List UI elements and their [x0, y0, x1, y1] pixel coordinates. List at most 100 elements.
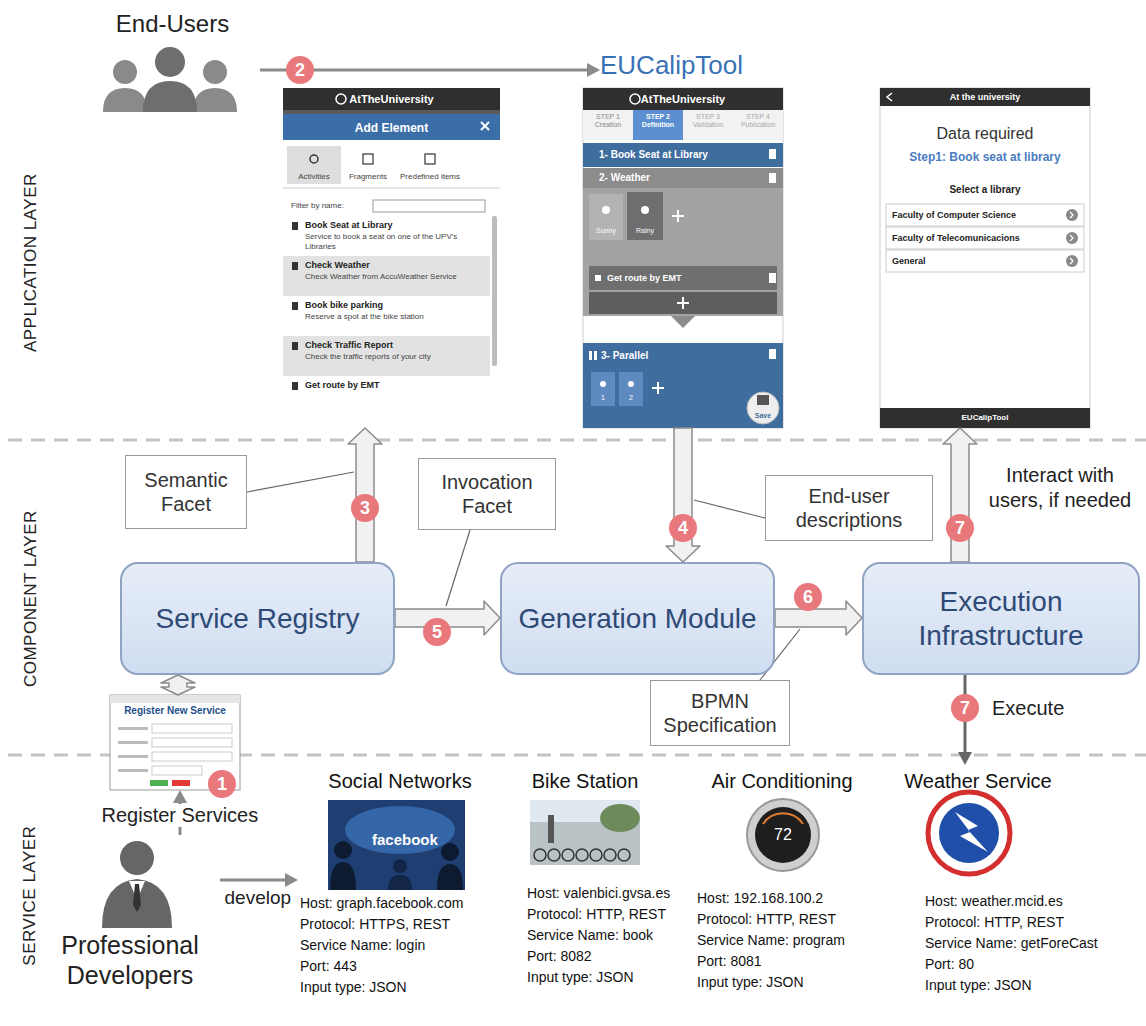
node-text: Weather Service — [903, 769, 1053, 793]
arrow-head — [958, 752, 972, 765]
weather-service-logo — [955, 812, 988, 852]
users-icon — [103, 88, 147, 112]
callout-number: 7 — [946, 514, 974, 542]
app-screenshot — [481, 122, 489, 130]
node-text: Port: 443 — [300, 958, 357, 975]
app-screenshot — [594, 351, 597, 360]
app-screenshot — [886, 227, 1084, 249]
app-screenshot — [283, 216, 490, 256]
app-screenshot — [677, 297, 689, 309]
app-screenshot — [880, 88, 1090, 106]
node-text: Sunny — [589, 227, 623, 235]
form-screenshot — [152, 738, 232, 747]
callout-number: 5 — [423, 618, 451, 646]
node-text: Rainy — [627, 227, 663, 235]
arrow-line — [220, 879, 287, 882]
node-text: Book Seat at Library — [305, 220, 488, 231]
node-text: Professional Developers — [40, 930, 220, 990]
node-text: Check Weather from AccuWeather Service — [305, 272, 488, 282]
node-text: Check Weather — [305, 260, 488, 271]
app-screenshot — [619, 372, 643, 406]
node-text: BPMN Specification — [659, 689, 781, 738]
app-screenshot — [769, 349, 776, 359]
bike-station-photo — [534, 849, 546, 861]
node-text: Invocation Facet — [427, 470, 547, 519]
note-text: Interact with users, if needed — [985, 463, 1135, 513]
user-group: End-Users — [85, 10, 260, 114]
app-screenshot — [583, 88, 783, 428]
app-screenshot — [589, 194, 623, 240]
thermostat-photo — [755, 807, 811, 863]
node-text: Check the traffic reports of your city — [305, 352, 488, 362]
node-text: Service Name: book — [527, 927, 653, 944]
node-text: Get route by EMT — [607, 273, 765, 284]
node-text: Generation Module — [518, 602, 756, 636]
app-screenshot — [292, 302, 298, 310]
node-text: STEP 1 Creation — [585, 113, 631, 130]
leader-line — [446, 530, 470, 606]
weather-service-logo — [928, 792, 1010, 874]
form-screenshot — [150, 780, 168, 786]
app-screenshot — [769, 273, 776, 283]
app-screenshot — [880, 88, 1090, 428]
node-text: Host: 192.168.100.2 — [697, 890, 823, 907]
node-text: Execution Infrastructure — [878, 585, 1124, 652]
app-screenshot — [336, 94, 346, 104]
form-screenshot — [118, 741, 148, 744]
callout-box: BPMN Specification — [650, 680, 790, 746]
weather-service-logo — [928, 792, 1010, 874]
block-arrow — [161, 675, 195, 695]
leader-line — [247, 472, 354, 492]
app-screenshot — [583, 88, 783, 110]
app-screenshot — [283, 188, 500, 189]
node-text: Data required — [880, 124, 1090, 143]
app-screenshot — [283, 256, 490, 296]
app-screenshot — [283, 114, 500, 428]
social-network-photo — [437, 864, 463, 890]
node-text: Protocol: HTTP, REST — [925, 914, 1064, 931]
app-screenshot — [583, 188, 783, 316]
developer-icon — [102, 879, 172, 928]
block-arrow — [666, 428, 700, 562]
app-screenshot — [630, 94, 640, 104]
bike-station-photo — [590, 849, 602, 861]
image-text: 72 — [774, 825, 792, 845]
callout-number: 7 — [951, 694, 979, 722]
node-text: STEP 3 Validation — [685, 113, 731, 130]
block-arrow — [348, 428, 382, 562]
form-screenshot — [118, 769, 148, 772]
node-text: Reserve a spot at the bike station — [305, 312, 488, 322]
form-screenshot — [152, 766, 202, 775]
bike-station-photo — [530, 800, 640, 865]
app-screenshot — [283, 88, 500, 428]
node-text: 2 — [619, 394, 643, 402]
app-screenshot — [292, 222, 298, 230]
developer-icon — [102, 841, 172, 928]
component-box: Service Registry — [120, 562, 395, 675]
layer-label: COMPONENT LAYER — [19, 510, 40, 687]
arrow-head — [173, 790, 187, 803]
app-screenshot — [583, 110, 783, 140]
social-network-photo — [328, 800, 465, 890]
node-text: 3- Parallel — [601, 350, 761, 362]
weather-service-logo — [939, 803, 999, 863]
node-text: Fragments — [341, 172, 395, 182]
node-text: Port: 8081 — [697, 953, 762, 970]
bike-station-photo — [530, 800, 640, 865]
node-text: EUCalipTool — [600, 50, 743, 81]
callout-box: End-user descriptions — [765, 475, 933, 541]
block-arrow — [943, 428, 977, 562]
app-screenshot — [672, 210, 684, 222]
thermostat-photo — [763, 813, 803, 824]
app-screenshot — [600, 381, 606, 387]
node-text: 1- Book Seat at Library — [599, 149, 764, 161]
app-screenshot — [880, 88, 1090, 428]
node-text: End-Users — [85, 10, 260, 39]
node-text: Host: valenbici.gvsa.es — [527, 885, 670, 902]
developer-icon — [120, 841, 154, 875]
image-text: facebook — [372, 831, 438, 850]
arrow-head — [587, 63, 600, 77]
social-network-photo — [393, 859, 407, 873]
app-screenshot — [283, 114, 500, 140]
app-screenshot — [886, 204, 1084, 226]
